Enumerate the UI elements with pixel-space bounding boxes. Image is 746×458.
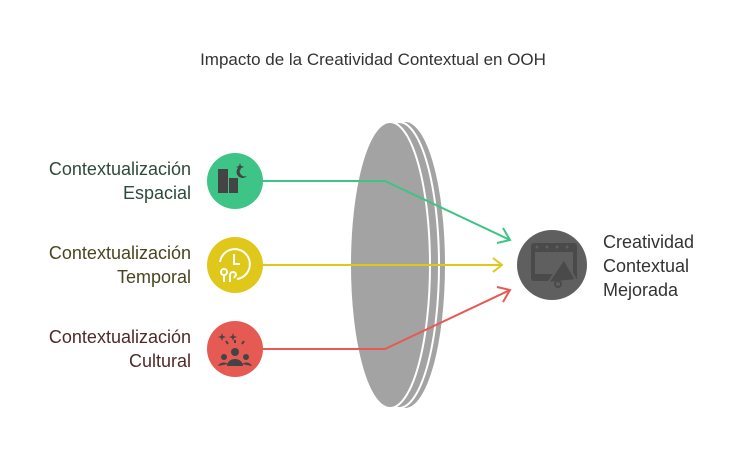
label-line: Espacial — [122, 183, 191, 203]
label-cultural: Contextualización Cultural — [49, 325, 191, 373]
label-line: Contextualización — [48, 243, 191, 263]
output-label: Creatividad Contextual Mejorada — [603, 230, 694, 302]
label-espacial: Contextualización Espacial — [49, 157, 191, 205]
label-line: Creatividad — [603, 232, 695, 252]
label-line: Contextualización — [48, 327, 191, 347]
diagram-title: Impacto de la Creatividad Contextual en … — [200, 50, 546, 69]
people-celebration-icon — [207, 321, 263, 377]
label-line: Mejorada — [603, 280, 679, 300]
connector-cultural — [262, 289, 511, 350]
label-temporal: Contextualización Temporal — [49, 241, 191, 289]
billboard-megaphone-icon — [517, 230, 587, 300]
label-line: Cultural — [128, 351, 191, 371]
label-line: Temporal — [116, 267, 191, 287]
clock-location-icon — [207, 237, 263, 293]
buildings-moon-icon — [207, 153, 263, 209]
label-line: Contextual — [603, 256, 690, 276]
label-line: Contextualización — [48, 159, 191, 179]
connector-espacial — [262, 180, 511, 241]
